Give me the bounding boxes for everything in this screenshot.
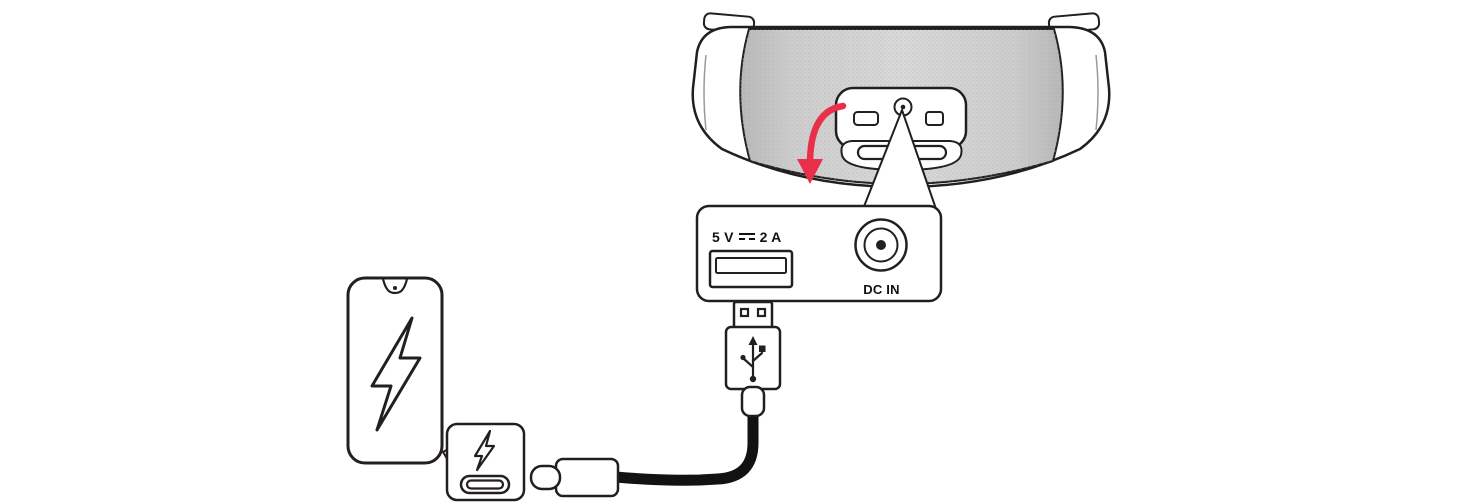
port-detail-callout (695, 204, 943, 303)
usb-c-connector-tip (529, 464, 562, 491)
lightning-bolt-icon (473, 429, 496, 472)
usb-a-port (708, 249, 794, 289)
usb-c-port-tongue (465, 479, 505, 490)
phone-camera-dot (393, 286, 397, 290)
usb-trident-icon (740, 336, 766, 383)
usb-output-rating-label: 5 V 2 A (712, 229, 782, 245)
usb-c-connector-body (554, 457, 620, 498)
compartment-dc-pin (900, 104, 906, 110)
speaker-illustration (691, 12, 1111, 189)
speaker-left-cap-line (703, 54, 707, 131)
usb-a-port-tongue (715, 257, 787, 274)
lightning-bolt-icon (370, 316, 422, 432)
dc-in-jack (854, 218, 908, 272)
usb-c-port (459, 474, 511, 495)
dc-in-jack-pin (876, 240, 886, 250)
usb-a-plug-hole (739, 307, 750, 318)
usb-a-plug (724, 300, 782, 418)
smartphone (346, 276, 444, 465)
usb-a-plug-shield (732, 300, 774, 331)
compartment-usb-port (853, 111, 879, 126)
charging-cable (610, 408, 759, 486)
compartment-aux-port (925, 111, 944, 126)
usb-a-plug-strain-relief (740, 385, 766, 418)
open-cover-arrow (797, 102, 847, 184)
phone-notch (381, 277, 409, 295)
phone-port-callout (445, 422, 526, 502)
usb-current-text: 2 A (759, 229, 782, 245)
dc-symbol-icon (738, 232, 755, 242)
dc-in-label: DC IN (863, 282, 900, 297)
usb-voltage-text: 5 V (712, 229, 734, 245)
usb-a-plug-hole (756, 307, 767, 318)
speaker-right-cap-line (1095, 54, 1099, 131)
usb-c-connector (529, 457, 620, 498)
